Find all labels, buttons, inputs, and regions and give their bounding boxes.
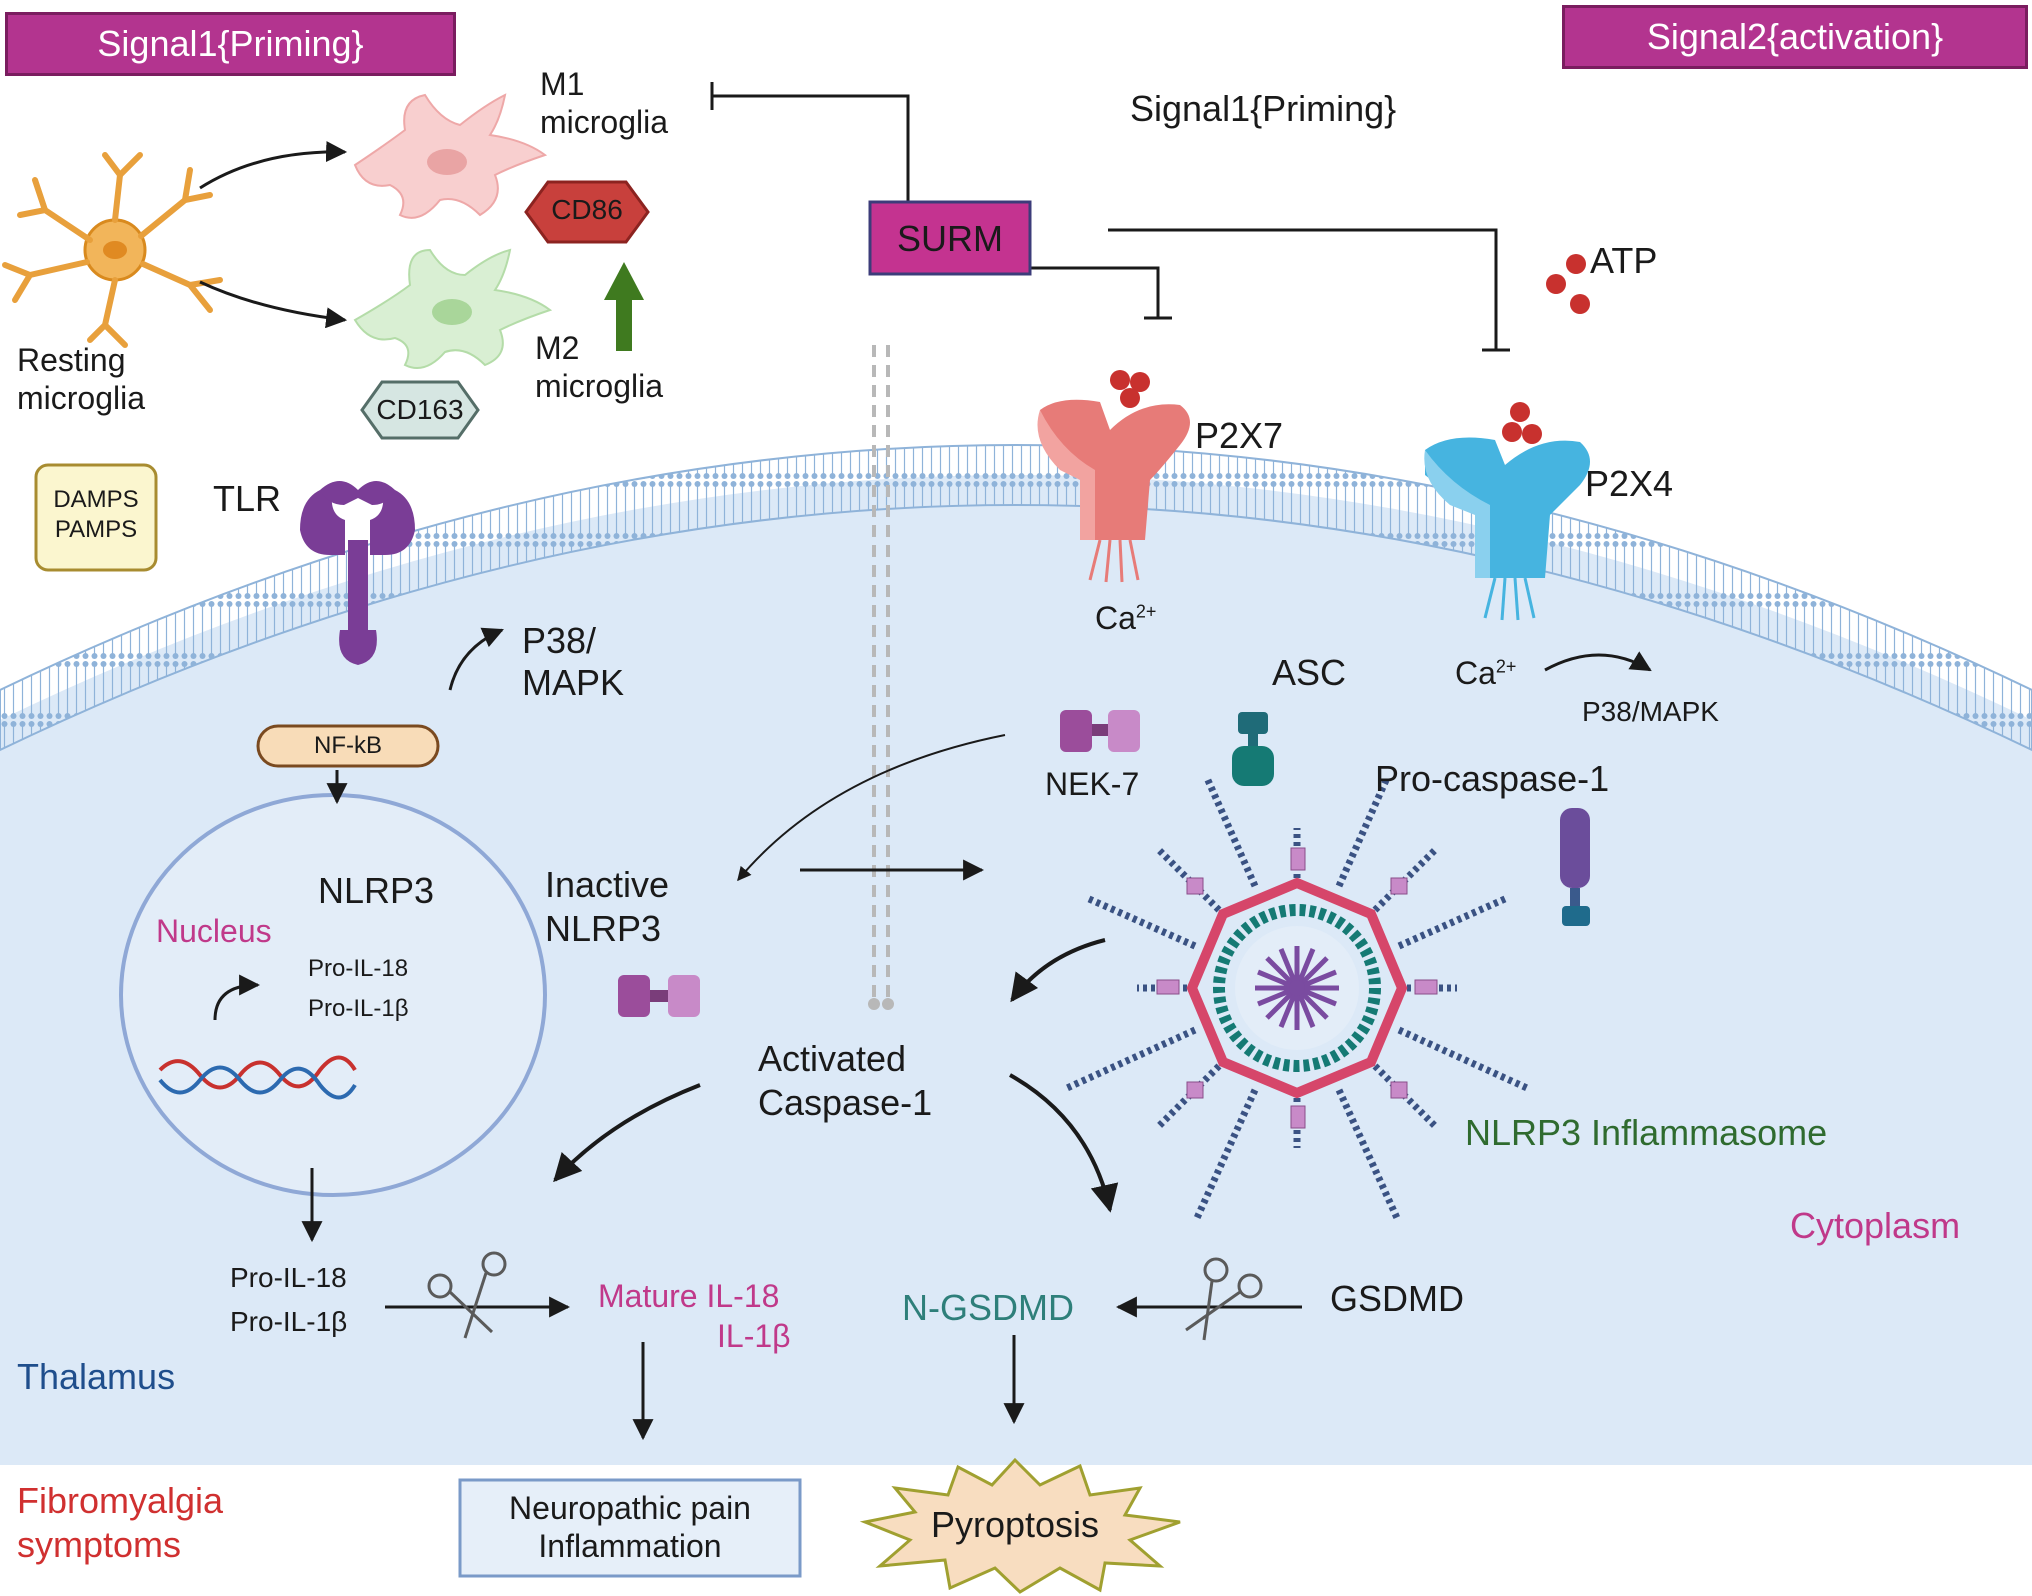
inactive-nlrp3-icon bbox=[618, 975, 700, 1017]
upregulation-arrow-icon bbox=[604, 262, 644, 351]
cd86-label: CD86 bbox=[551, 194, 623, 225]
arrow-caspase-to-ngsdmd bbox=[1009, 1073, 1119, 1213]
nucleus-title: NLRP3 bbox=[318, 870, 435, 911]
arrow-to-p38 bbox=[448, 627, 504, 691]
tlr-receptor-icon bbox=[300, 481, 415, 665]
p2x7-label: P2X7 bbox=[1195, 415, 1284, 456]
ca-right-label: Ca2+ bbox=[1455, 655, 1516, 692]
arrow-resting-to-m1 bbox=[199, 141, 348, 190]
ca-right-sup: 2+ bbox=[1495, 656, 1517, 677]
p2x7-receptor-icon bbox=[1037, 399, 1190, 583]
pro-il1b-label: Pro-IL-1β bbox=[230, 1306, 348, 1337]
nek7-label: NEK-7 bbox=[1045, 766, 1140, 802]
mature-il18-label: Mature IL-18 bbox=[598, 1278, 780, 1314]
ca-left-text: Ca bbox=[1095, 600, 1136, 636]
pro-caspase-label: Pro-caspase-1 bbox=[1375, 758, 1610, 799]
fibro-line1: Fibromyalgia bbox=[17, 1480, 224, 1521]
nfkb-label: NF-kB bbox=[314, 732, 382, 759]
m1-label-line2: microglia bbox=[540, 104, 669, 140]
pyroptosis-label: Pyroptosis bbox=[930, 1504, 1100, 1545]
scissors-icon bbox=[427, 1251, 507, 1339]
nek7-icon bbox=[1060, 710, 1140, 752]
m2-microglia-icon bbox=[353, 248, 553, 369]
pro-il18-label: Pro-IL-18 bbox=[230, 1262, 347, 1293]
dotted-separator bbox=[872, 345, 890, 1000]
thalamus-label: Thalamus bbox=[17, 1356, 176, 1397]
pyroptosis-burst bbox=[859, 1457, 1181, 1594]
arrow-inflammasome-to-caspase bbox=[1010, 938, 1106, 1003]
ca-left-sup: 2+ bbox=[1135, 601, 1157, 622]
surm-inhibition-lines bbox=[710, 82, 1510, 352]
atp-label: ATP bbox=[1590, 240, 1658, 281]
arrow-caspase-to-mature bbox=[553, 1083, 701, 1183]
p38-label-line2: MAPK bbox=[522, 662, 625, 703]
cd163-label: CD163 bbox=[376, 394, 464, 425]
surm-box bbox=[868, 200, 1032, 276]
neuropathic-line2: Inflammation bbox=[538, 1528, 722, 1564]
nucleus-pro-il1b: Pro-IL-1β bbox=[308, 995, 409, 1022]
p2x4-receptor-icon bbox=[1424, 437, 1590, 621]
damps-label-line1: DAMPS bbox=[53, 486, 139, 513]
neuropathic-line1: Neuropathic pain bbox=[509, 1490, 751, 1526]
ca-left-label: Ca2+ bbox=[1095, 600, 1156, 637]
resting-label-line1: Resting bbox=[17, 342, 126, 378]
signal2-banner: Signal2{activation} bbox=[1562, 5, 2028, 69]
damps-label-line2: PAMPS bbox=[54, 516, 138, 543]
m2-label-line2: microglia bbox=[535, 368, 664, 404]
tlr-label: TLR bbox=[213, 478, 282, 519]
signal1-center-label: Signal1{Priming} bbox=[1130, 88, 1397, 129]
m1-label-line1: M1 bbox=[540, 66, 585, 102]
scissors-icon-right bbox=[1185, 1257, 1263, 1341]
resting-microglia-icon bbox=[2, 152, 223, 348]
transcription-arrow bbox=[213, 974, 261, 1021]
gsdmd-label: GSDMD bbox=[1330, 1278, 1464, 1319]
n-gsdmd-label: N-GSDMD bbox=[902, 1287, 1074, 1328]
nfkb-pill bbox=[256, 724, 440, 768]
neuropathic-box bbox=[458, 1478, 802, 1578]
inactive-nlrp3-line2: NLRP3 bbox=[545, 908, 662, 949]
cytoplasm-area bbox=[0, 475, 2032, 1465]
ca-right-text: Ca bbox=[1455, 655, 1496, 691]
arrow-nek7-to-inactive bbox=[737, 734, 1006, 882]
resting-label-line2: microglia bbox=[17, 380, 146, 416]
arrow-ca-to-p38-right bbox=[1544, 651, 1652, 672]
cd86-hexagon bbox=[524, 180, 650, 244]
cd163-hexagon bbox=[360, 380, 480, 440]
arrow-resting-to-m2 bbox=[199, 280, 348, 329]
inactive-nlrp3-line1: Inactive bbox=[545, 864, 670, 905]
nucleus-pro-il18: Pro-IL-18 bbox=[308, 955, 409, 982]
signal1-banner: Signal1{Priming} bbox=[5, 12, 456, 76]
activated-caspase-line2: Caspase-1 bbox=[758, 1082, 933, 1123]
damps-box bbox=[34, 463, 158, 572]
m2-label-line1: M2 bbox=[535, 330, 580, 366]
activated-caspase-line1: Activated bbox=[758, 1038, 907, 1079]
p38-label-line1: P38/ bbox=[522, 620, 597, 661]
fibro-line2: symptoms bbox=[17, 1524, 182, 1565]
cytoplasm-label: Cytoplasm bbox=[1790, 1205, 1961, 1246]
p38-right-label: P38/MAPK bbox=[1582, 696, 1719, 727]
nlrp3-inflammasome-icon bbox=[1065, 776, 1529, 1220]
il1b-label: IL-1β bbox=[717, 1318, 791, 1354]
asc-label: ASC bbox=[1272, 652, 1347, 693]
inflammasome-label: NLRP3 Inflammasome bbox=[1465, 1112, 1828, 1153]
asc-icon bbox=[1232, 712, 1274, 786]
dna-helix-icon bbox=[158, 1055, 357, 1100]
surm-label: SURM bbox=[897, 218, 1003, 259]
pro-caspase-icon bbox=[1560, 808, 1590, 926]
atp-molecules-icon bbox=[1110, 254, 1590, 444]
nucleus-label: Nucleus bbox=[156, 913, 272, 949]
m1-microglia-icon bbox=[353, 93, 548, 219]
p2x4-label: P2X4 bbox=[1585, 463, 1674, 504]
